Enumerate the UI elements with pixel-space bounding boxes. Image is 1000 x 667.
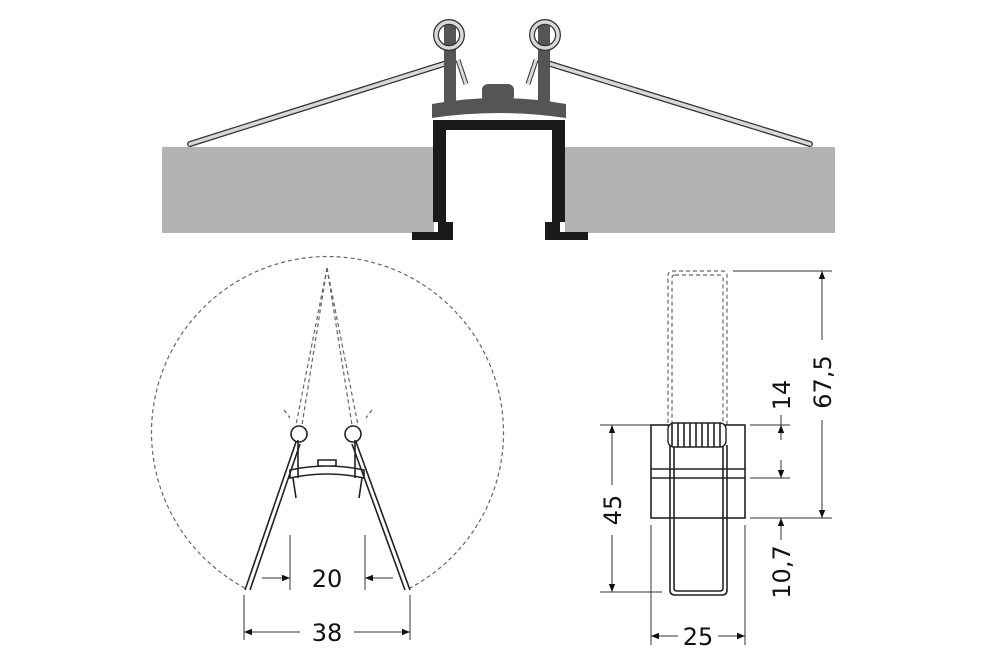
spring-leg-left (244, 441, 297, 591)
spring-open-position (667, 270, 728, 430)
ceiling-surface-right (565, 147, 835, 233)
side-view: 25 45 14 10,7 67,5 (599, 270, 837, 651)
swing-arc (150, 256, 505, 589)
dim-label-10-7: 10,7 (768, 545, 796, 598)
clip-holder-front (289, 459, 365, 479)
clip-holder (432, 98, 566, 118)
aluminium-profile (412, 120, 588, 240)
dim-label-20: 20 (312, 565, 343, 593)
spring-coil (667, 422, 727, 448)
dim-label-67-5: 67,5 (809, 355, 837, 408)
ceiling-surface-left (162, 147, 434, 233)
dim-label-25: 25 (683, 623, 714, 651)
dim-label-14: 14 (768, 380, 796, 411)
dim-label-45: 45 (599, 495, 627, 526)
spring-wire-loop (669, 440, 728, 596)
front-view: 20 38 (150, 256, 505, 647)
spring-leg-right (355, 441, 411, 591)
installed-view (162, 19, 835, 240)
dim-label-38: 38 (312, 619, 343, 647)
